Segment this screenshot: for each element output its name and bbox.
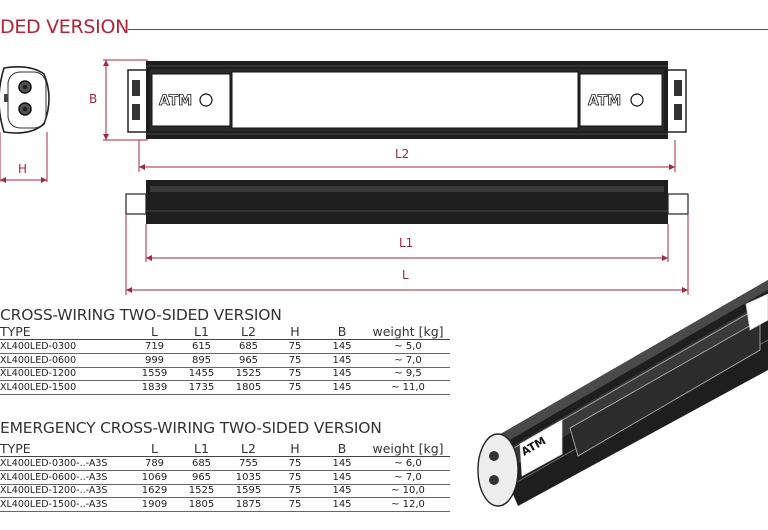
cell-l2: 1035 <box>225 470 272 485</box>
cell-l1: 1455 <box>178 367 225 382</box>
col-header-weight: weight [kg] <box>366 440 450 457</box>
table-row: XL400LED-1500-..-A3S 1909 1805 1875 75 1… <box>0 497 450 513</box>
cell-type: XL400LED-1200-..-A3S <box>0 484 131 499</box>
cell-l1: 615 <box>178 339 225 354</box>
cell-b: 145 <box>318 470 366 485</box>
cell-l: 1909 <box>131 497 178 513</box>
cell-b: 145 <box>318 367 366 382</box>
cell-type: XL400LED-0300-..-A3S <box>0 456 131 471</box>
cell-l1: 685 <box>178 456 225 471</box>
col-header-type: TYPE <box>0 440 131 457</box>
cell-l: 789 <box>131 456 178 471</box>
col-header-l2: L2 <box>225 323 272 340</box>
col-header-l: L <box>131 440 178 457</box>
cell-l1: 895 <box>178 353 225 368</box>
cell-b: 145 <box>318 484 366 499</box>
col-header-l: L <box>131 323 178 340</box>
cell-l2: 1525 <box>225 367 272 382</box>
title-rule <box>128 29 768 30</box>
cell-l2: 755 <box>225 456 272 471</box>
cell-b: 145 <box>318 380 366 396</box>
top-view: ATM ATM <box>103 59 687 172</box>
cell-b: 145 <box>318 456 366 471</box>
col-header-type: TYPE <box>0 323 131 340</box>
table1: TYPE L L1 L2 H B weight [kg] XL400LED-03… <box>0 323 450 396</box>
logo-text-left: ATM <box>159 93 192 109</box>
table-row: XL400LED-1200-..-A3S 1629 1525 1595 75 1… <box>0 484 450 499</box>
col-header-l2: L2 <box>225 440 272 457</box>
col-header-b: B <box>318 440 366 457</box>
table-row: XL400LED-0300 719 615 685 75 145 ~ 5,0 <box>0 339 450 354</box>
cell-weight: ~ 6,0 <box>366 456 450 471</box>
cell-l1: 1525 <box>178 484 225 499</box>
cell-weight: ~ 5,0 <box>366 339 450 354</box>
col-header-weight: weight [kg] <box>366 323 450 340</box>
table2: TYPE L L1 L2 H B weight [kg] XL400LED-03… <box>0 440 450 513</box>
cell-l: 999 <box>131 353 178 368</box>
cell-b: 145 <box>318 353 366 368</box>
cell-h: 75 <box>272 339 318 354</box>
perspective-view: ATM <box>477 280 768 507</box>
cell-type: XL400LED-0300 <box>0 339 131 354</box>
cell-l2: 685 <box>225 339 272 354</box>
cell-h: 75 <box>272 353 318 368</box>
cell-h: 75 <box>272 484 318 499</box>
cell-type: XL400LED-0600 <box>0 353 131 368</box>
table2-title: EMERGENCY CROSS-WIRING TWO-SIDED VERSION <box>0 419 382 437</box>
col-header-h: H <box>272 323 318 340</box>
front-view <box>125 180 689 295</box>
table-row: XL400LED-0300-..-A3S 789 685 755 75 145 … <box>0 456 450 471</box>
cell-h: 75 <box>272 497 318 513</box>
cell-weight: ~ 7,0 <box>366 470 450 485</box>
cell-l: 1559 <box>131 367 178 382</box>
cell-b: 145 <box>318 339 366 354</box>
technical-drawing: ATM ATM <box>0 59 689 295</box>
cell-type: XL400LED-1500-..-A3S <box>0 497 131 513</box>
cell-l: 1629 <box>131 484 178 499</box>
col-header-b: B <box>318 323 366 340</box>
cell-h: 75 <box>272 456 318 471</box>
cell-weight: ~ 12,0 <box>366 497 450 513</box>
end-cap-view <box>0 66 50 183</box>
cell-weight: ~ 11,0 <box>366 380 450 396</box>
table2-header-row: TYPE L L1 L2 H B weight [kg] <box>0 440 450 457</box>
cell-l1: 1735 <box>178 380 225 396</box>
cell-l1: 1805 <box>178 497 225 513</box>
col-header-l1: L1 <box>178 323 225 340</box>
cell-h: 75 <box>272 367 318 382</box>
dim-label-l1: L1 <box>399 236 414 250</box>
cell-weight: ~ 10,0 <box>366 484 450 499</box>
col-header-l1: L1 <box>178 440 225 457</box>
cell-weight: ~ 9,5 <box>366 367 450 382</box>
cell-l: 719 <box>131 339 178 354</box>
logo-text-right: ATM <box>588 93 621 109</box>
table-row: XL400LED-1200 1559 1455 1525 75 145 ~ 9,… <box>0 367 450 382</box>
cell-l2: 965 <box>225 353 272 368</box>
table-row: XL400LED-1500 1839 1735 1805 75 145 ~ 11… <box>0 380 450 396</box>
dim-label-l2: L2 <box>395 147 410 161</box>
table1-title: CROSS-WIRING TWO-SIDED VERSION <box>0 306 282 324</box>
table1-header-row: TYPE L L1 L2 H B weight [kg] <box>0 323 450 340</box>
section-title: DED VERSION <box>0 16 130 38</box>
cell-type: XL400LED-1500 <box>0 380 131 396</box>
table-row: XL400LED-0600-..-A3S 1069 965 1035 75 14… <box>0 470 450 485</box>
cell-h: 75 <box>272 470 318 485</box>
cell-type: XL400LED-1200 <box>0 367 131 382</box>
dim-label-h: H <box>18 162 28 176</box>
cell-l2: 1875 <box>225 497 272 513</box>
cell-l2: 1805 <box>225 380 272 396</box>
cell-l: 1069 <box>131 470 178 485</box>
cell-l1: 965 <box>178 470 225 485</box>
cell-type: XL400LED-0600-..-A3S <box>0 470 131 485</box>
col-header-h: H <box>272 440 318 457</box>
cell-l2: 1595 <box>225 484 272 499</box>
dim-label-b: B <box>89 92 98 106</box>
cell-l: 1839 <box>131 380 178 396</box>
table-row: XL400LED-0600 999 895 965 75 145 ~ 7,0 <box>0 353 450 368</box>
cell-b: 145 <box>318 497 366 513</box>
dim-label-l: L <box>402 268 409 282</box>
cell-h: 75 <box>272 380 318 396</box>
cell-weight: ~ 7,0 <box>366 353 450 368</box>
